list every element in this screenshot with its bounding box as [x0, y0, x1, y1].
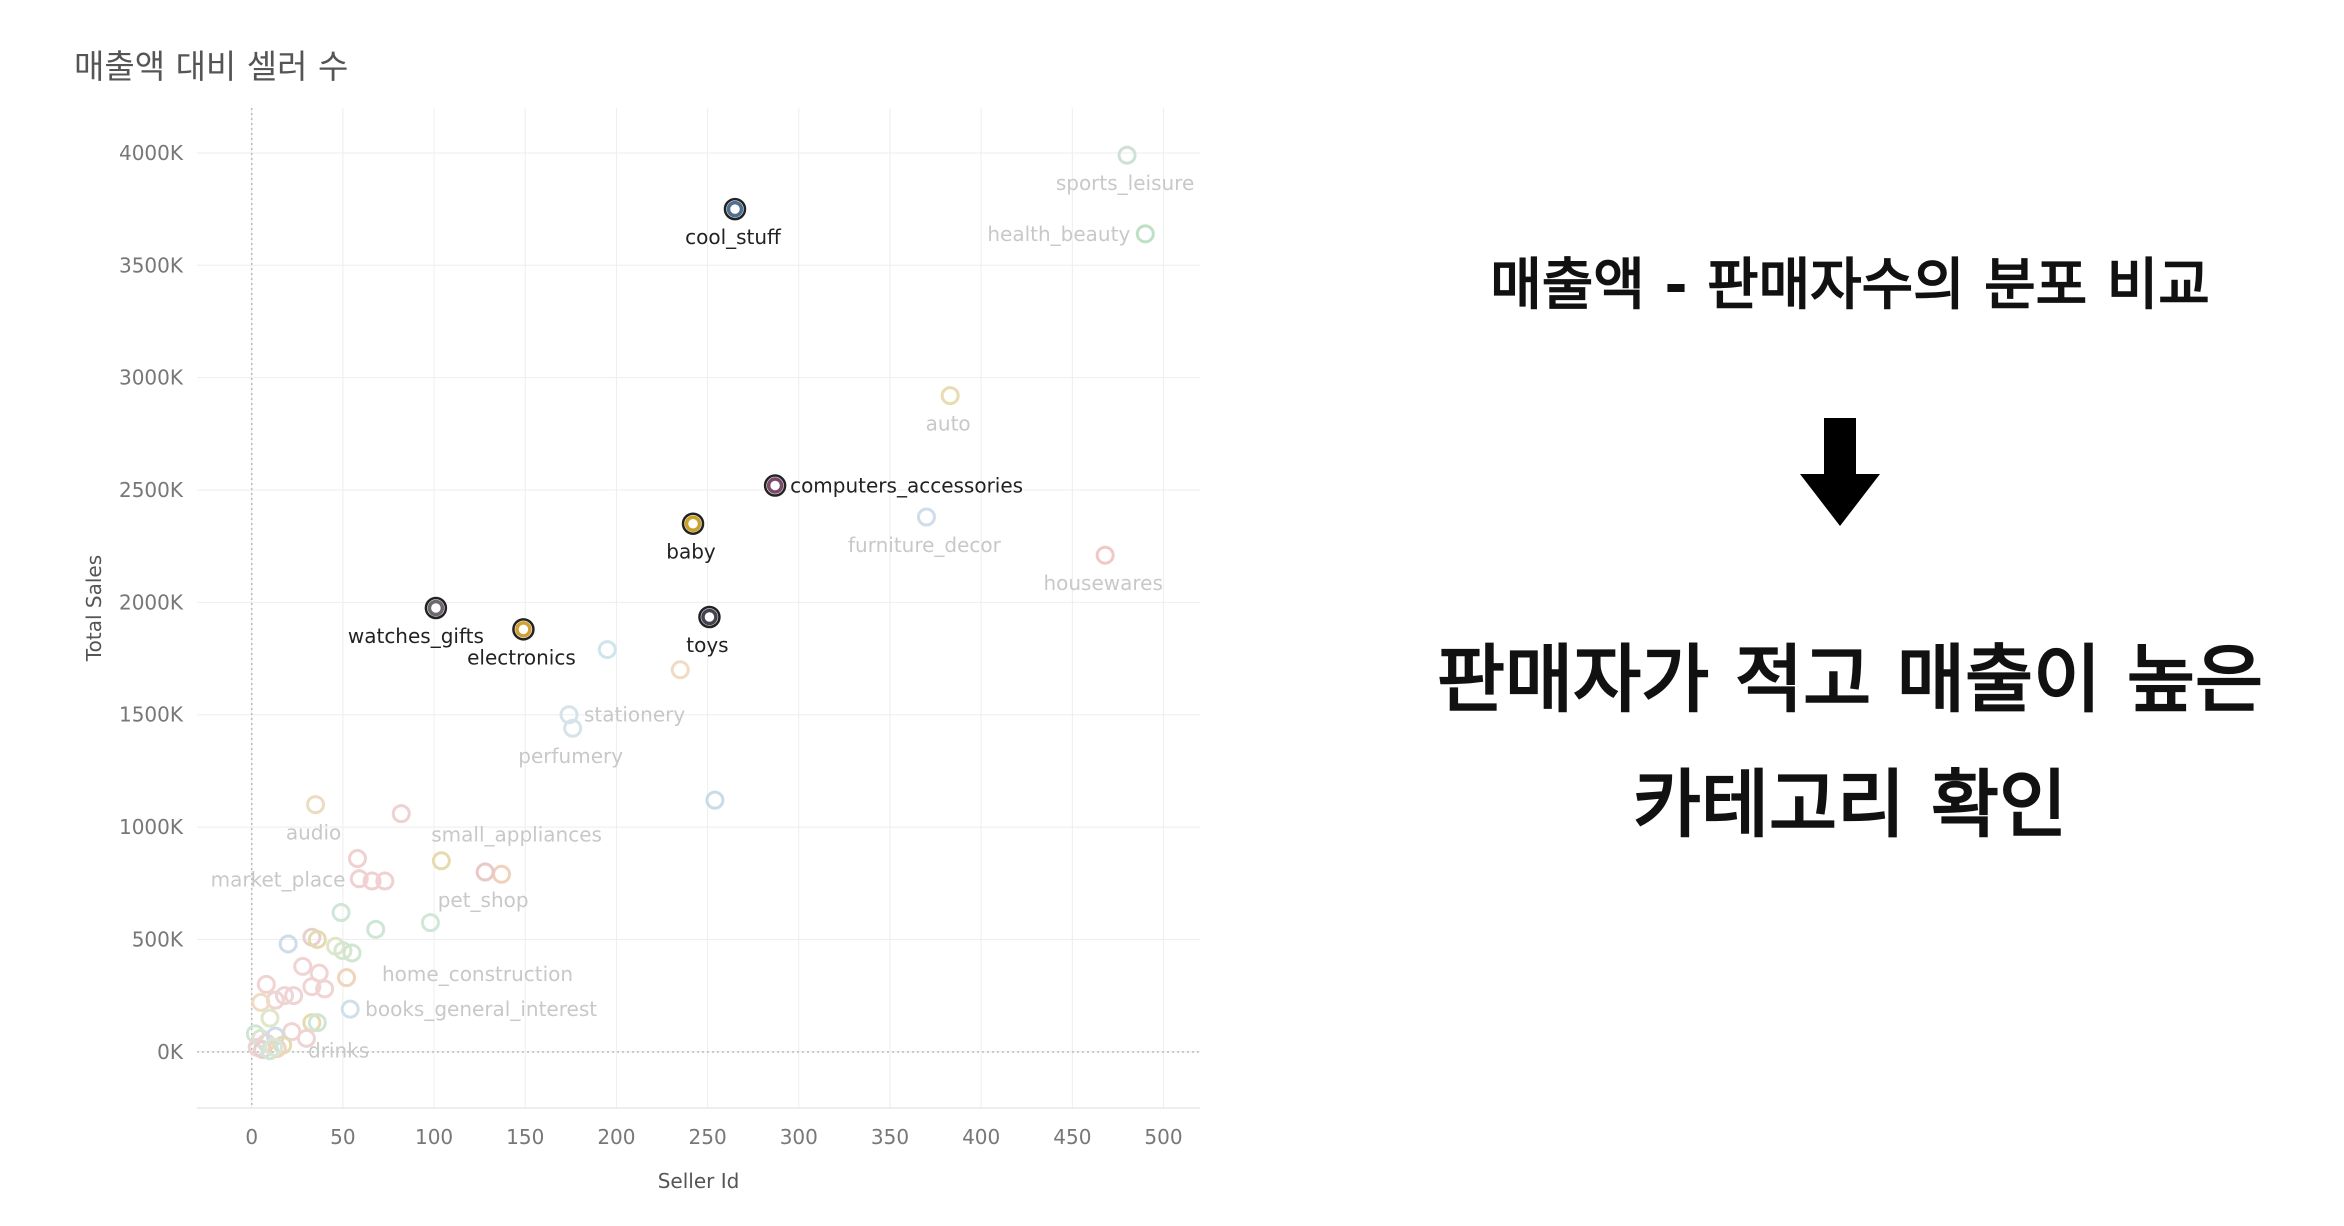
faded-point-label: perfumery [518, 744, 623, 768]
y-tick-label: 1500K [119, 703, 184, 727]
x-axis-title: Seller Id [658, 1169, 740, 1193]
faded-point [264, 1037, 284, 1057]
x-tick-label: 0 [245, 1125, 258, 1149]
x-tick-label: 100 [415, 1125, 453, 1149]
faded-point [296, 1028, 316, 1048]
conclusion-line-1: 판매자가 적고 매출이 높은 [1436, 637, 2264, 723]
faded-point [362, 871, 382, 891]
faded-point [284, 986, 304, 1006]
faded-point [1117, 145, 1137, 165]
y-tick-label: 2000K [119, 590, 184, 614]
y-tick-label: 0K [157, 1040, 184, 1064]
x-tick-label: 250 [689, 1125, 727, 1149]
faded-point-label: audio [286, 821, 341, 845]
faded-point [278, 934, 298, 954]
x-tick-label: 400 [962, 1125, 1000, 1149]
faded-point [597, 640, 617, 660]
x-tick-label: 500 [1144, 1125, 1182, 1149]
faded-point [307, 1013, 327, 1033]
faded-point-label: books_general_interest [365, 997, 597, 1021]
x-tick-label: 300 [780, 1125, 818, 1149]
faded-point [337, 968, 357, 988]
highlight-point-label: electronics [467, 645, 576, 669]
faded-point [349, 869, 369, 889]
y-tick-label: 2500K [119, 478, 184, 502]
faded-point [431, 851, 451, 871]
y-tick-label: 1000K [119, 815, 184, 839]
faded-point-label: market_place [211, 868, 346, 892]
highlight-point-label: toys [686, 633, 728, 657]
comparison-heading: 매출액 - 판매자수의 분포 비교 [1490, 253, 2210, 318]
faded-point [940, 386, 960, 406]
faded-point [670, 660, 690, 680]
faded-point [1135, 224, 1155, 244]
faded-point [302, 977, 322, 997]
highlight-point-inner [701, 608, 718, 626]
x-tick-label: 450 [1053, 1125, 1091, 1149]
faded-point-label: auto [926, 412, 971, 436]
faded-point [260, 1008, 280, 1028]
x-tick-label: 50 [330, 1125, 355, 1149]
faded-point [315, 979, 335, 999]
faded-point [375, 871, 395, 891]
faded-point [333, 941, 353, 961]
highlight-point-label: baby [666, 540, 716, 564]
faded-point-label: pet_shop [438, 888, 529, 912]
highlight-point-label: computers_accessories [790, 474, 1023, 498]
highlight-point-inner [684, 515, 702, 532]
conclusion-line-2: 카테고리 확인 [1632, 762, 2068, 848]
faded-point [420, 913, 440, 933]
highlight-point-inner [766, 477, 784, 494]
y-tick-label: 3000K [119, 366, 184, 390]
faded-point [492, 864, 512, 884]
faded-point-label: stationery [584, 703, 685, 727]
faded-point [391, 804, 411, 824]
chart-title: 매출액 대비 셀러 수 [74, 47, 349, 86]
y-tick-label: 4000K [119, 141, 184, 165]
faded-point [563, 718, 583, 738]
highlight-point-inner [515, 621, 532, 638]
highlight-point-label: watches_gifts [348, 624, 484, 648]
faded-point [331, 902, 351, 922]
faded-point [366, 919, 386, 939]
y-tick-label: 500K [132, 927, 184, 951]
x-tick-label: 350 [871, 1125, 909, 1149]
faded-point [251, 992, 271, 1012]
faded-point [347, 849, 367, 869]
faded-point [256, 974, 276, 994]
y-tick-label: 3500K [119, 253, 184, 277]
scatter-plot: 0 50 100 150 200 250 300 350 400 450 500 0K 500K 1000… [82, 108, 1200, 1193]
faded-point-label: housewares [1043, 571, 1162, 595]
faded-point [340, 999, 360, 1019]
highlight-point-inner [726, 200, 744, 218]
faded-point-label: furniture_decor [848, 533, 1002, 557]
faded-point [475, 862, 495, 882]
faded-point-label: home_construction [382, 962, 573, 986]
faded-point [1095, 545, 1115, 565]
faded-point [342, 943, 362, 963]
faded-point [293, 956, 313, 976]
y-axis-title: Total Sales [82, 555, 106, 662]
faded-point-label: health_beauty [987, 222, 1130, 246]
faded-point [307, 929, 327, 949]
faded-point-label: small_appliances [431, 823, 602, 847]
faded-point-label: sports_leisure [1056, 171, 1194, 195]
faded-point [705, 790, 725, 810]
highlight-point-label: cool_stuff [685, 225, 782, 249]
highlight-point-inner [427, 599, 445, 617]
x-tick-label: 150 [506, 1125, 544, 1149]
down-arrow-icon [1800, 418, 1880, 526]
faded-point [916, 507, 936, 527]
faded-point-label: drinks [308, 1038, 369, 1062]
x-tick-label: 200 [597, 1125, 635, 1149]
faded-point [306, 795, 326, 815]
faded-point [275, 986, 295, 1006]
